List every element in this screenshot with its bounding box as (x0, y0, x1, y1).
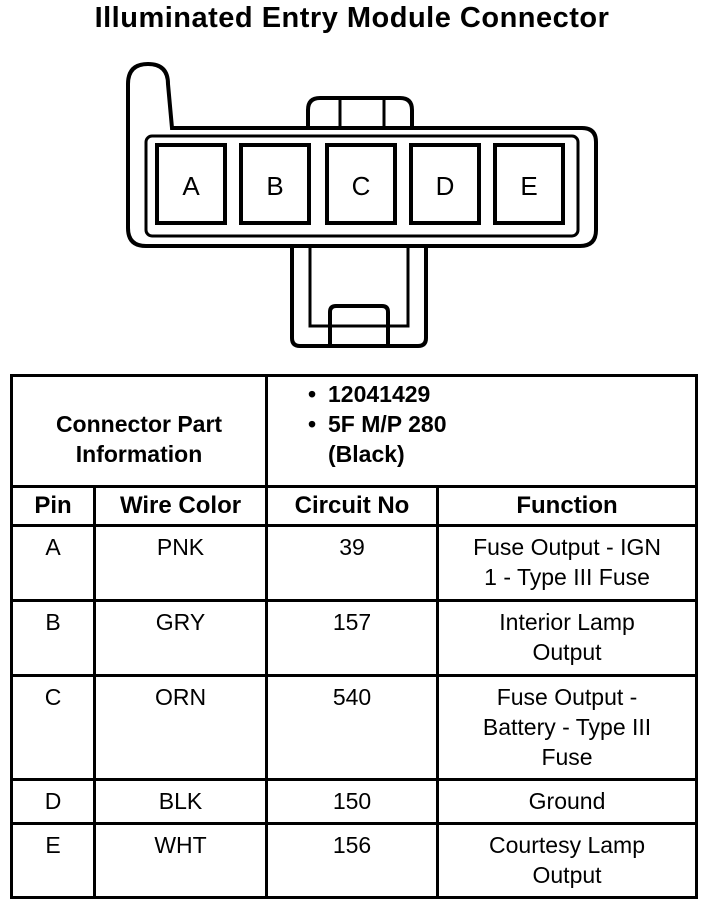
cavity-frame (144, 134, 580, 238)
table-row: A PNK 39 Fuse Output - IGN 1 - Type III … (10, 524, 699, 602)
function-line: Fuse Output - (496, 684, 638, 710)
function-line: Output (532, 862, 602, 888)
function-cell: Fuse Output - IGN 1 - Type III Fuse (436, 524, 699, 602)
function-cell: Courtesy Lamp Output (436, 822, 699, 899)
function-line: Battery - Type III (482, 714, 652, 740)
cavity-label-b: B (266, 171, 283, 201)
pin-cell: B (10, 599, 96, 677)
function-cell: Fuse Output - Battery - Type III Fuse (436, 674, 699, 781)
pin-cell: E (10, 822, 96, 899)
wire-color-cell: BLK (92, 778, 269, 825)
header-circuit: Circuit No (265, 485, 440, 527)
circuit-cell: 39 (265, 524, 440, 602)
part-info-row: Connector Part Information • 12041429 • 5F… (9, 374, 699, 488)
function-cell: Interior Lamp Output (436, 599, 699, 677)
cavity-label-d: D (436, 171, 455, 201)
table-row: C ORN 540 Fuse Output - Battery - Type I… (10, 674, 699, 781)
header-function: Function (436, 485, 699, 527)
cavity-label-e: E (520, 171, 537, 201)
cavity-c: C (325, 143, 397, 225)
bottom-lock (290, 246, 428, 348)
connector-drawing: A B C D E (126, 61, 598, 348)
function-line: Courtesy Lamp (489, 832, 645, 858)
pin-cell: D (10, 778, 96, 825)
cavity-label-a: A (182, 171, 200, 201)
connector-series: 5F M/P 280 (328, 411, 447, 437)
function-line: Interior Lamp (499, 609, 635, 635)
circuit-cell: 150 (265, 778, 440, 825)
wire-color-cell: ORN (92, 674, 269, 781)
circuit-cell: 157 (265, 599, 440, 677)
header-pin: Pin (10, 485, 96, 527)
cavity-a: A (155, 143, 227, 225)
function-line: Output (532, 639, 602, 665)
table-row: E WHT 156 Courtesy Lamp Output (10, 822, 699, 899)
bullet-icon: • (308, 411, 317, 437)
circuit-cell: 156 (265, 822, 440, 899)
part-info-label-line2: Information (75, 441, 203, 467)
part-info-label-line1: Connector Part (55, 411, 223, 437)
connector-color: (Black) (328, 441, 405, 467)
bullet-icon: • (308, 381, 317, 407)
cavity-e: E (493, 143, 565, 225)
function-cell: Ground (436, 778, 699, 825)
pin-cell: C (10, 674, 96, 781)
wire-color-cell: WHT (92, 822, 269, 899)
part-info-label: Connector Part Information (9, 374, 269, 488)
cavity-b: B (239, 143, 311, 225)
header-row: Pin Wire Color Circuit No Function (10, 485, 699, 527)
pinout-table: Connector Part Information • 12041429 • 5F… (9, 374, 699, 899)
cavity-d: D (409, 143, 481, 225)
function-line: Ground (528, 788, 606, 814)
table-row: D BLK 150 Ground (10, 778, 699, 825)
header-wire-color: Wire Color (92, 485, 269, 527)
function-line: Fuse Output - IGN (473, 534, 661, 560)
table-row: B GRY 157 Interior Lamp Output (10, 599, 699, 677)
connector-housing (126, 61, 598, 248)
cavity-label-c: C (352, 171, 371, 201)
wire-color-cell: PNK (92, 524, 269, 602)
diagram-title: Illuminated Entry Module Connector (94, 2, 610, 34)
pin-cell: A (10, 524, 96, 602)
wire-color-cell: GRY (92, 599, 269, 677)
top-latch (306, 96, 414, 128)
function-line: Fuse (541, 744, 593, 770)
circuit-cell: 540 (265, 674, 440, 781)
part-number: 12041429 (328, 381, 431, 407)
function-line: 1 - Type III Fuse (484, 564, 650, 590)
part-info-values: • 12041429 • 5F M/P 280 (Black) (265, 374, 699, 488)
